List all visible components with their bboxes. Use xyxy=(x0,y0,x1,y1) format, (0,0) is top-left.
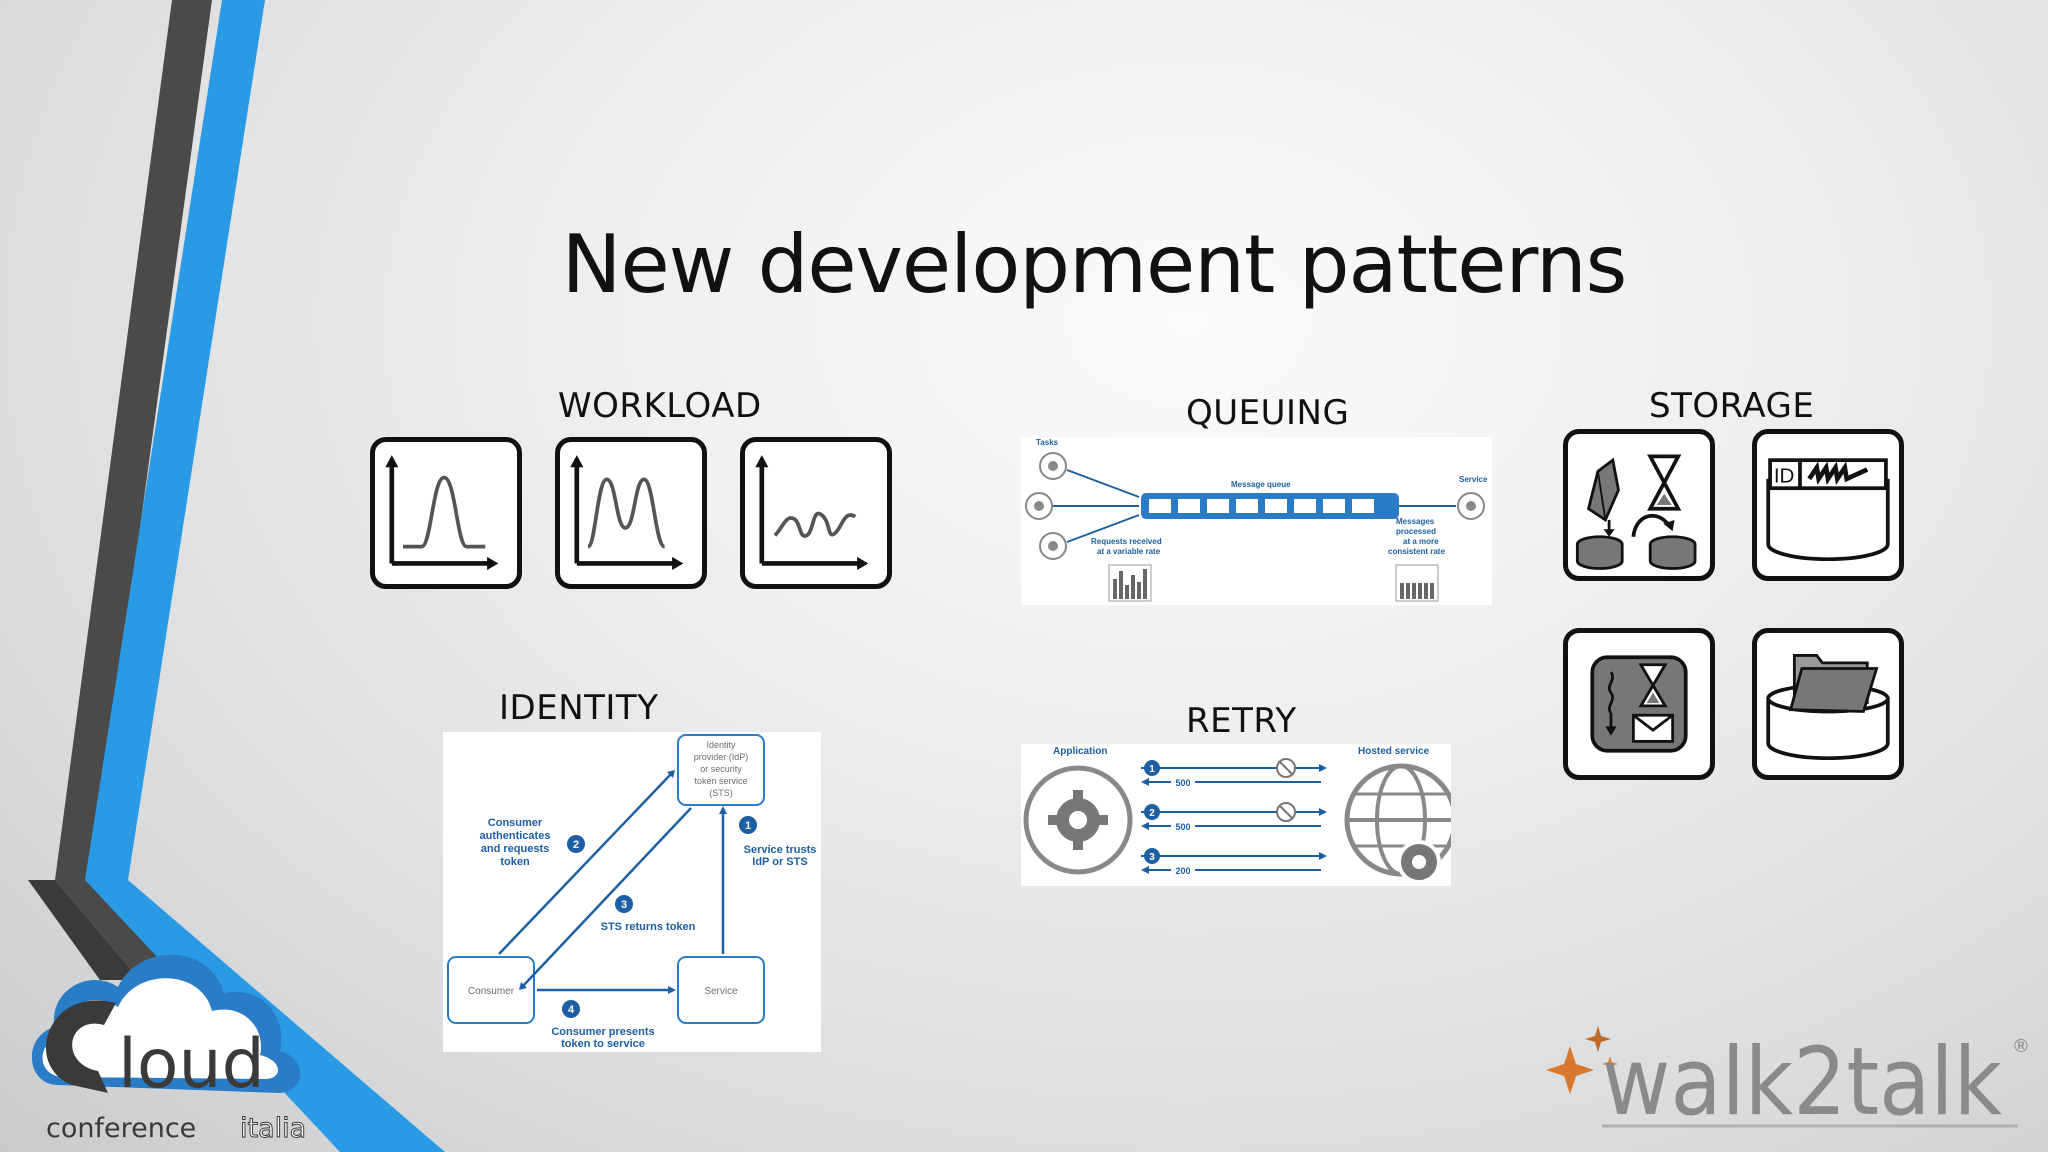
svg-text:(STS): (STS) xyxy=(709,788,733,798)
svg-text:Consumer presents: Consumer presents xyxy=(551,1026,654,1038)
storage-label: STORAGE xyxy=(1649,386,1815,426)
retry-diagram: Application Hosted service xyxy=(1021,744,1451,886)
svg-text:at a more: at a more xyxy=(1403,537,1439,546)
svg-text:token: token xyxy=(500,856,530,868)
storage-sharding-icon xyxy=(1563,429,1715,581)
walk2talk-wordmark: walk2talk xyxy=(1602,1028,2002,1132)
retry-attempt-2: 2 500 xyxy=(1144,804,1195,832)
svg-text:Service trusts: Service trusts xyxy=(744,844,817,856)
svg-text:and requests: and requests xyxy=(481,843,549,855)
svg-text:2: 2 xyxy=(1149,808,1155,819)
retry-attempt-1: 1 500 xyxy=(1144,760,1195,788)
identity-label: IDENTITY xyxy=(499,688,659,728)
cloud-conference-logo: loud conference italia xyxy=(31,954,307,1145)
svg-text:Identity: Identity xyxy=(706,740,736,750)
workload-variable-icon xyxy=(740,437,892,589)
svg-text:500: 500 xyxy=(1175,822,1190,832)
svg-text:500: 500 xyxy=(1175,778,1190,788)
svg-text:token service: token service xyxy=(694,776,747,786)
storage-queue-task-icon xyxy=(1563,628,1715,780)
svg-text:authenticates: authenticates xyxy=(480,830,551,842)
retry-attempt-3: 3 200 xyxy=(1144,848,1195,876)
queuing-diagram: Tasks Message queue Service Requests rec… xyxy=(1021,437,1492,605)
queue-service-label: Service xyxy=(1459,475,1488,484)
workload-multi-peak-icon xyxy=(555,437,707,589)
workload-label: WORKLOAD xyxy=(558,386,762,426)
retry-label: RETRY xyxy=(1186,701,1297,741)
svg-text:or security: or security xyxy=(700,764,742,774)
svg-text:1: 1 xyxy=(1149,764,1155,775)
svg-text:Service: Service xyxy=(704,986,738,997)
slide-title: New development patterns xyxy=(561,218,1628,311)
cloud-logo-word: loud xyxy=(118,1025,265,1104)
cloud-logo-tagline: conference xyxy=(46,1113,196,1144)
svg-text:token to service: token to service xyxy=(561,1038,645,1050)
svg-text:1: 1 xyxy=(745,820,751,832)
svg-text:Consumer: Consumer xyxy=(468,986,515,997)
identity-diagram: Identity provider (IdP) or security toke… xyxy=(443,732,821,1052)
svg-text:3: 3 xyxy=(621,899,627,911)
svg-text:consistent rate: consistent rate xyxy=(1388,547,1445,556)
retry-application-label: Application xyxy=(1053,746,1107,757)
cloud-logo-tagline-italia: italia xyxy=(240,1113,306,1144)
svg-text:provider (IdP): provider (IdP) xyxy=(694,752,749,762)
svg-text:Requests received: Requests received xyxy=(1091,537,1162,546)
storage-blob-folder-icon xyxy=(1752,628,1904,780)
svg-text:4: 4 xyxy=(568,1004,575,1016)
svg-text:processed: processed xyxy=(1396,527,1436,536)
svg-text:Messages: Messages xyxy=(1396,517,1435,526)
storage-id-text: ID xyxy=(1774,465,1795,488)
walk2talk-logo: walk2talk ® xyxy=(1546,1026,2030,1132)
registered-mark: ® xyxy=(2012,1036,2030,1057)
queue-message-queue-label: Message queue xyxy=(1231,480,1291,489)
queuing-label: QUEUING xyxy=(1186,393,1350,433)
workload-single-peak-icon xyxy=(370,437,522,589)
svg-text:3: 3 xyxy=(1149,852,1155,863)
queue-tasks-label: Tasks xyxy=(1036,438,1059,447)
svg-text:STS returns token: STS returns token xyxy=(601,921,696,933)
svg-text:IdP or STS: IdP or STS xyxy=(752,856,807,868)
storage-index-table-icon: ID xyxy=(1752,429,1904,581)
svg-text:at a variable rate: at a variable rate xyxy=(1097,547,1161,556)
svg-text:Consumer: Consumer xyxy=(488,817,543,829)
retry-hosted-service-label: Hosted service xyxy=(1358,746,1430,757)
svg-text:200: 200 xyxy=(1175,866,1190,876)
svg-text:2: 2 xyxy=(573,839,579,851)
